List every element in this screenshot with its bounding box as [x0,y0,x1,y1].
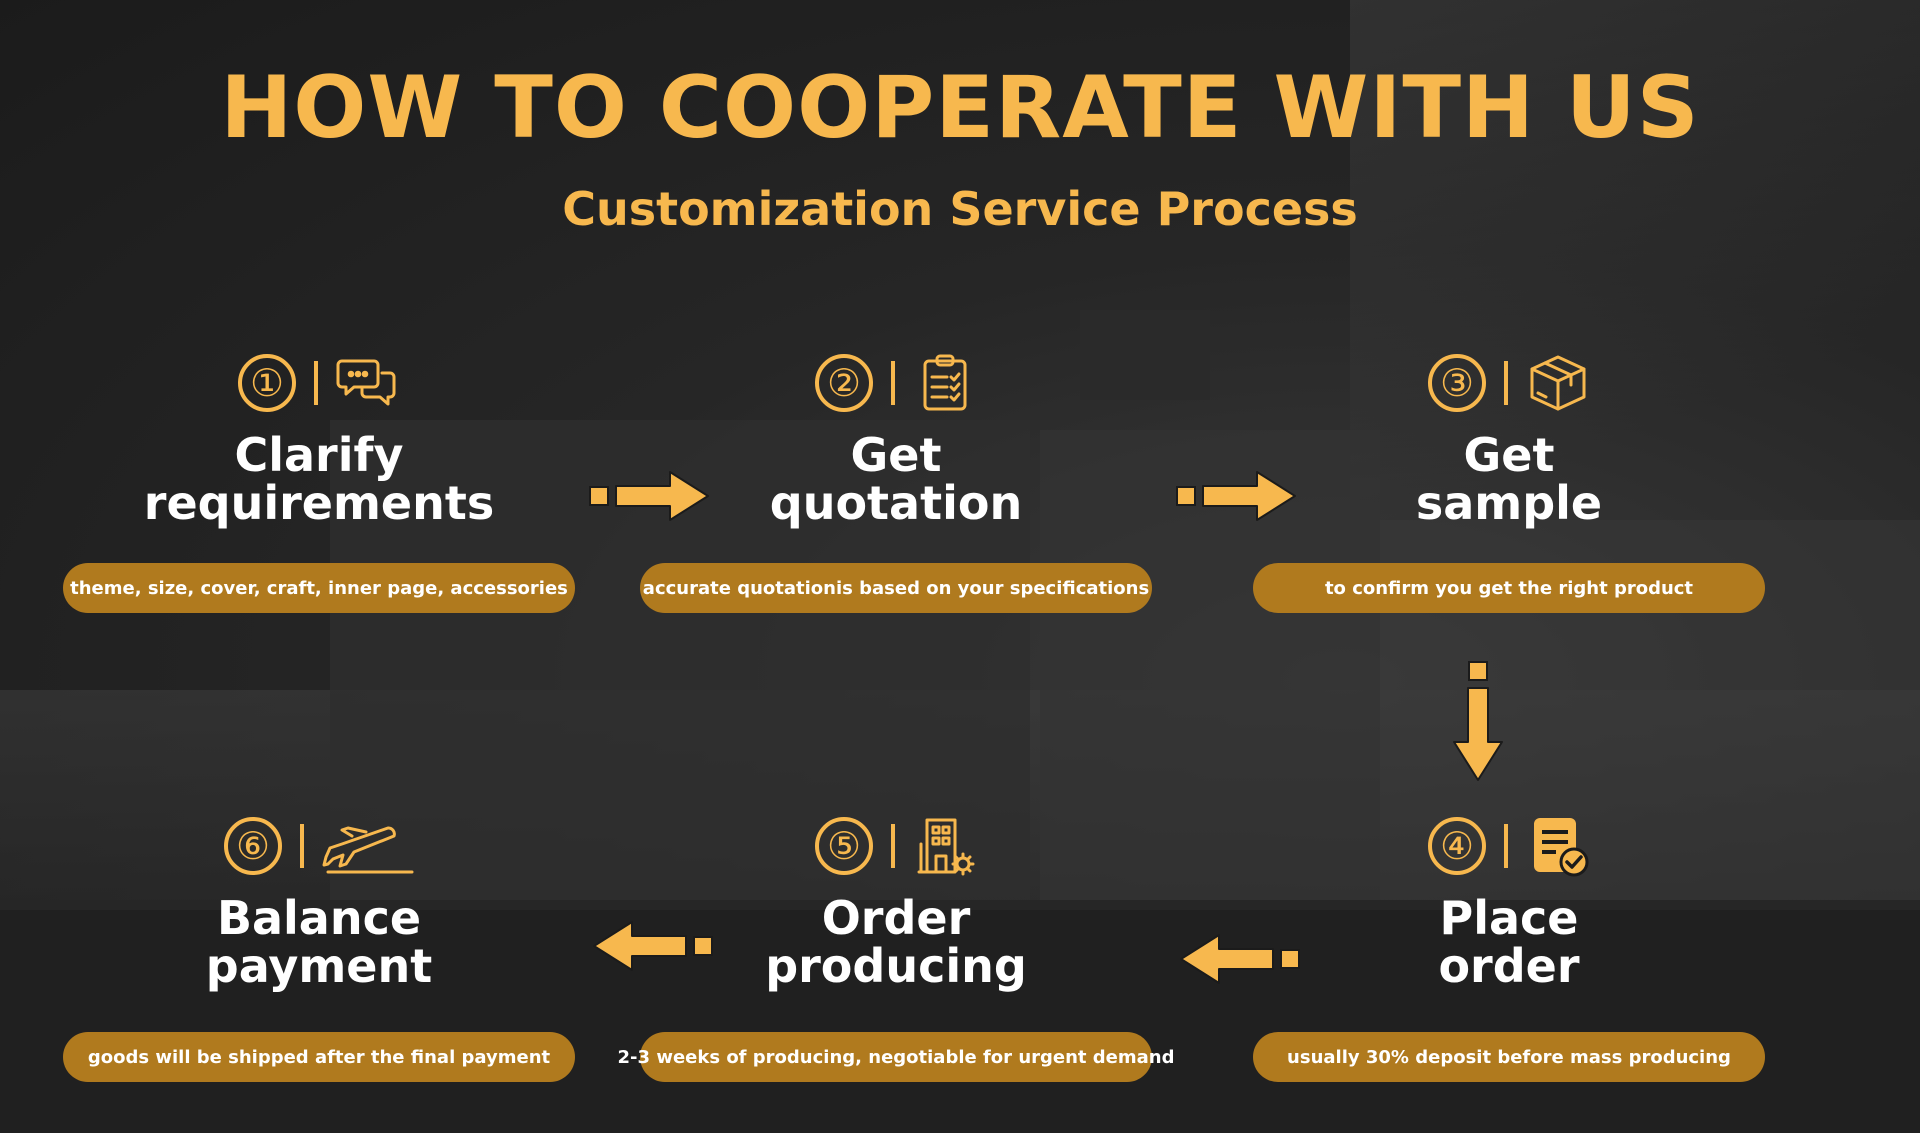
page-subtitle: Customization Service Process [562,182,1358,236]
step-3: ③ Get sample to confirm you get the righ… [1253,345,1765,613]
step-2: ② Get quotation accurate quotationis bas… [640,345,1152,613]
step-5-title: Order producing [640,894,1152,990]
step-number: ② [815,354,873,412]
divider [891,824,895,868]
step-title-line: Balance [216,891,422,945]
step-5: ⑤ Order producing 2-3 weeks of producing… [618,808,1174,1082]
step-number: ① [238,354,296,412]
step-title-line: producing [765,939,1027,993]
step-6-title: Balance payment [63,894,575,990]
step-title-line: Get [1463,428,1555,482]
step-6-header: ⑥ [63,808,575,884]
step-number: ③ [1428,354,1486,412]
step-title-line: requirements [143,476,495,530]
step-4-detail: usually 30% deposit before mass producin… [1253,1032,1765,1082]
step-number: ⑥ [224,817,282,875]
step-title-line: payment [205,939,433,993]
divider [891,361,895,405]
step-3-header: ③ [1253,345,1765,421]
step-3-detail: to confirm you get the right product [1253,563,1765,613]
order-document-check-icon [1526,814,1590,878]
chat-bubbles-icon [336,351,400,415]
step-title-line: order [1438,939,1580,993]
step-title-line: Order [821,891,971,945]
package-box-icon [1526,351,1590,415]
step-4-title: Place order [1253,894,1765,990]
step-4: ④ Place order usually 30% deposit before… [1253,808,1765,1082]
step-1-detail: theme, size, cover, craft, inner page, a… [63,563,575,613]
step-5-header: ⑤ [640,808,1152,884]
step-title-line: sample [1415,476,1603,530]
step-2-title: Get quotation [640,431,1152,527]
step-title-line: Place [1439,891,1579,945]
step-title-line: Clarify [234,428,404,482]
factory-building-gear-icon [913,814,977,878]
step-1: ① Clarify requirements theme, size, cove… [63,345,575,613]
step-3-title: Get sample [1253,431,1765,527]
step-6-detail: goods will be shipped after the final pa… [63,1032,575,1082]
step-number: ④ [1428,817,1486,875]
arrow-left-icon [588,918,714,974]
arrow-left-icon [1175,931,1301,987]
divider [314,361,318,405]
step-4-header: ④ [1253,808,1765,884]
step-title-line: quotation [769,476,1023,530]
step-1-title: Clarify requirements [63,431,575,527]
step-1-header: ① [63,345,575,421]
step-2-detail: accurate quotationis based on your speci… [640,563,1152,613]
step-number: ⑤ [815,817,873,875]
clipboard-checklist-icon [913,351,977,415]
arrow-right-icon [1175,468,1301,524]
step-title-line: Get [850,428,942,482]
step-2-header: ② [640,345,1152,421]
divider [1504,824,1508,868]
divider [1504,361,1508,405]
arrow-right-icon [588,468,714,524]
step-6: ⑥ Balance payment goods will be shipped … [63,808,575,1082]
step-5-detail: 2-3 weeks of producing, negotiable for u… [618,1032,1174,1082]
arrow-down-icon [1450,660,1506,786]
page-title: HOW TO COOPERATE WITH US [220,58,1700,158]
divider [300,824,304,868]
airplane-takeoff-icon [322,814,414,878]
